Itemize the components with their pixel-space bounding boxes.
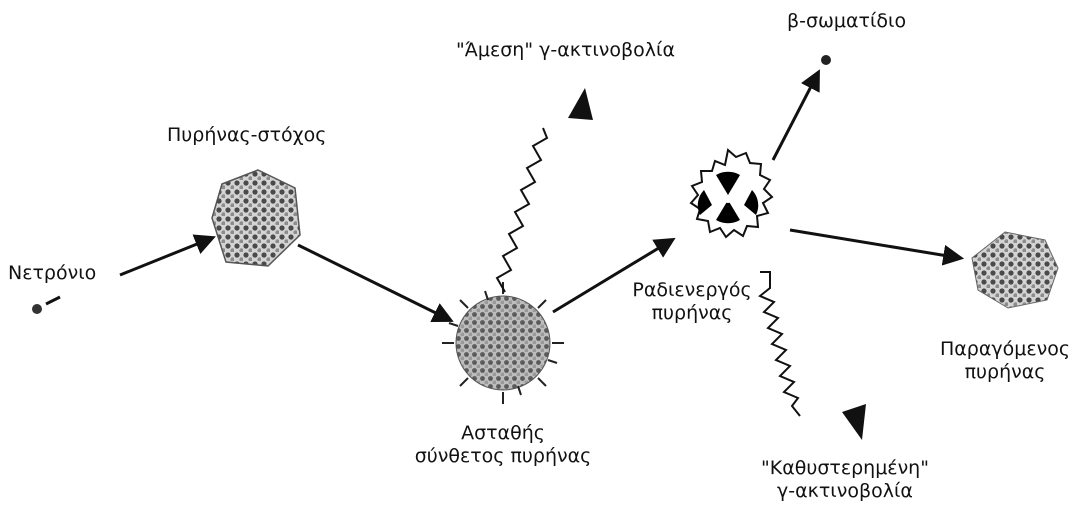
target-nucleus-label: Πυρήνας-στόχος xyxy=(167,124,326,147)
compound-nucleus-label-line2: σύνθετος πυρήνας xyxy=(398,445,608,468)
prompt-gamma-label: "Άμεση" γ-ακτινοβολία xyxy=(456,39,675,62)
arrow-neutron-to-target xyxy=(120,238,212,275)
radioactive-nucleus-label-line1: Ραδιενεργός xyxy=(622,279,762,302)
radioactive-nucleus-label: Ραδιενεργός πυρήνας xyxy=(622,279,762,325)
compound-nucleus-label: Ασταθής σύνθετος πυρήνας xyxy=(398,422,608,468)
compound-nucleus-label-line1: Ασταθής xyxy=(398,422,608,445)
target-nucleus xyxy=(212,170,300,266)
beta-particle-ray xyxy=(773,55,831,160)
neutron-label: Νετρόνιο xyxy=(8,262,96,285)
prompt-gamma-ray xyxy=(497,88,593,292)
product-nucleus-label: Παραγόμενος πυρήνας xyxy=(930,338,1080,384)
radioactive-nucleus xyxy=(691,150,772,237)
product-nucleus xyxy=(972,232,1058,308)
compound-nucleus xyxy=(442,282,564,404)
radioactive-nucleus-label-line2: πυρήνας xyxy=(622,302,762,325)
delayed-gamma-label-line1: "Καθυστερημένη" xyxy=(745,457,945,480)
delayed-gamma-label: "Καθυστερημένη" γ-ακτινοβολία xyxy=(745,457,945,503)
product-nucleus-label-line1: Παραγόμενος xyxy=(930,338,1080,361)
neutron-particle xyxy=(32,297,60,314)
arrow-target-to-compound xyxy=(298,245,450,320)
arrow-radioactive-to-product xyxy=(790,230,960,258)
product-nucleus-label-line2: πυρήνας xyxy=(930,361,1080,384)
beta-particle-label: β-σωματίδιο xyxy=(787,10,906,33)
delayed-gamma-label-line2: γ-ακτινοβολία xyxy=(745,480,945,503)
delayed-gamma-ray xyxy=(760,272,866,440)
